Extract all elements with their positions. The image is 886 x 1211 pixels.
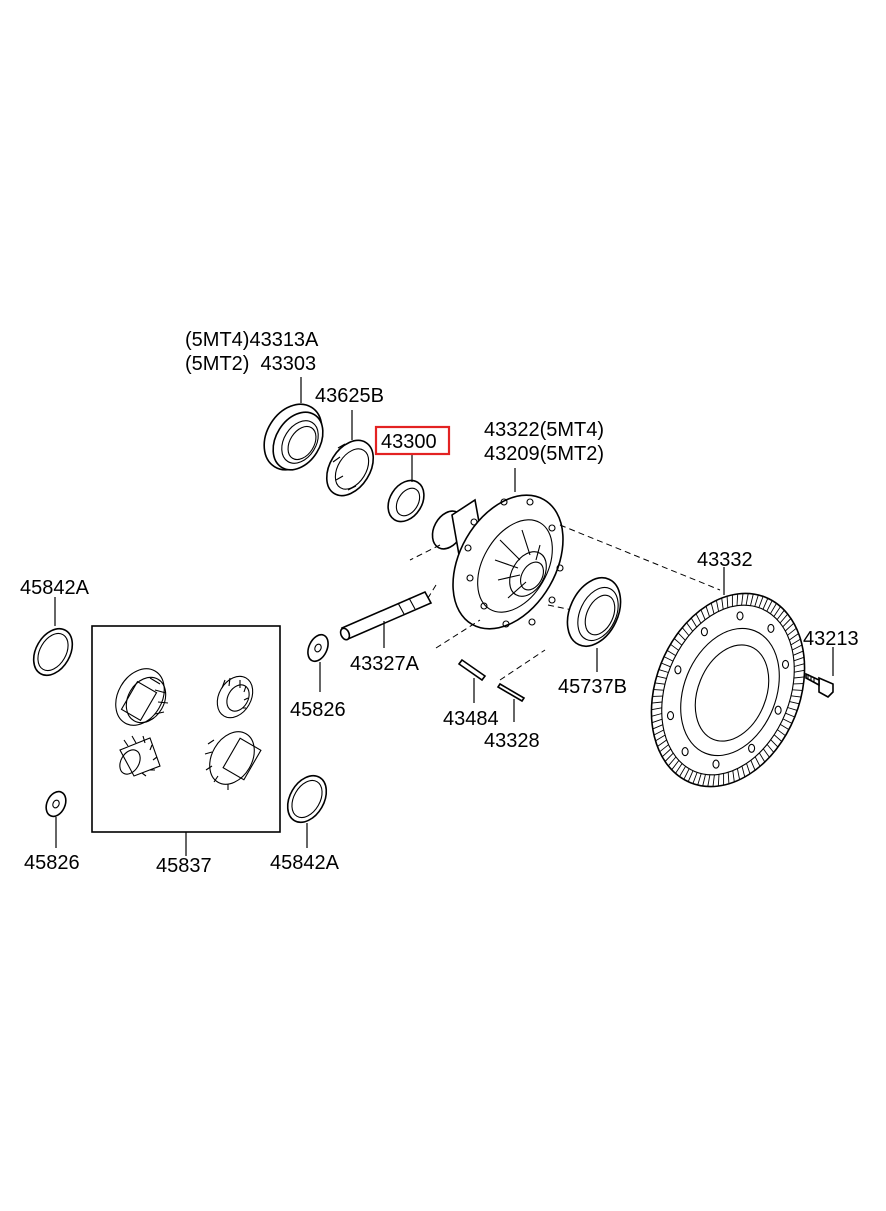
side-gear-icon — [115, 668, 169, 726]
label-washer-left-top: 45842A — [20, 577, 90, 599]
label-oil-seal: 45737B — [558, 676, 627, 698]
tapered-bearing[interactable] — [252, 394, 333, 481]
label-seal-highlighted[interactable]: 43300 — [381, 431, 437, 453]
thrust-washer-left[interactable] — [42, 788, 69, 819]
label-pin-small: 43328 — [484, 730, 540, 752]
pinion-gear-icon — [119, 735, 161, 777]
pin-43328[interactable] — [496, 682, 526, 703]
pinion-gear-icon — [216, 675, 254, 719]
differential-case[interactable] — [426, 476, 585, 649]
label-thrust-washer-mid: 45826 — [290, 699, 346, 721]
oil-seal[interactable] — [557, 569, 631, 655]
ring-gear[interactable] — [624, 570, 832, 809]
label-thrust-washer-left: 45826 — [24, 852, 80, 874]
side-gear-icon — [204, 731, 262, 790]
washer-45842a-bottom[interactable] — [280, 769, 334, 829]
seal-43300[interactable] — [381, 474, 431, 528]
label-bearing-5mt2: (5MT2) 43303 — [185, 353, 316, 375]
label-shim: 43625B — [315, 385, 384, 407]
label-case-5mt2: 43209(5MT2) — [484, 443, 604, 465]
gear-set-box[interactable] — [91, 625, 281, 833]
thrust-washer-mid[interactable] — [304, 632, 332, 665]
shim-ring[interactable] — [317, 432, 383, 504]
label-pin: 43484 — [443, 708, 499, 730]
label-bolt: 43213 — [803, 628, 859, 650]
pin-43484[interactable] — [457, 658, 487, 682]
label-gear-set: 45837 — [156, 855, 212, 877]
washer-45842a-top[interactable] — [26, 622, 80, 682]
highlight-box[interactable] — [374, 425, 451, 456]
bolt[interactable] — [805, 672, 834, 698]
label-washer-bottom: 45842A — [270, 852, 340, 874]
label-pinion-shaft: 43327A — [350, 653, 420, 675]
label-case-5mt4: 43322(5MT4) — [484, 419, 604, 441]
label-ring-gear: 43332 — [697, 549, 753, 571]
pinion-shaft[interactable] — [339, 590, 433, 641]
label-bearing-5mt4: (5MT4)43313A — [185, 329, 319, 351]
